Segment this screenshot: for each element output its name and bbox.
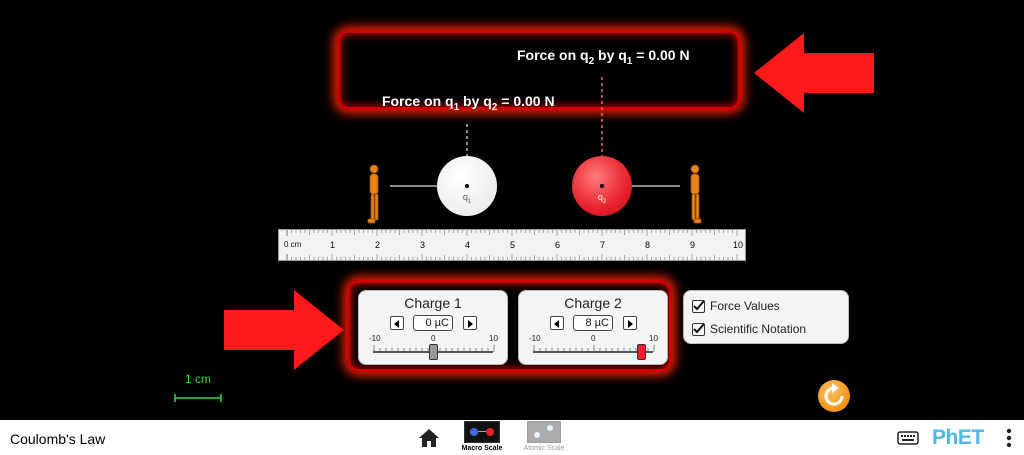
charge-2-title: Charge 2 bbox=[564, 295, 622, 311]
charge-1-value-field[interactable]: 0 µC bbox=[413, 315, 453, 331]
force-readout-highlight bbox=[337, 30, 741, 110]
reset-all-button[interactable] bbox=[818, 380, 850, 412]
force-values-label: Force Values bbox=[710, 299, 780, 313]
checkbox-checked-icon bbox=[692, 299, 705, 313]
macro-scale-screen-button[interactable]: Macro Scale bbox=[455, 421, 509, 455]
checkbox-checked-icon bbox=[692, 322, 705, 336]
ruler-tick-label: 10 bbox=[733, 240, 744, 250]
charge-1-max-label: 10 bbox=[489, 334, 498, 343]
ruler-tick-label: 1 bbox=[330, 240, 336, 250]
charge-2-mid-label: 0 bbox=[591, 334, 596, 343]
sim-play-area: Force on q2 by q1 = 0.00 N Force on q1 b… bbox=[174, 30, 874, 412]
scale-bar bbox=[174, 394, 222, 402]
home-icon bbox=[419, 429, 439, 447]
ruler-tick-label: 7 bbox=[600, 240, 606, 250]
charge-controls-highlight bbox=[347, 280, 672, 372]
left-puller-figure[interactable] bbox=[366, 163, 382, 225]
charge-2-increment-button[interactable] bbox=[623, 316, 637, 330]
charge-1-min-label: -10 bbox=[369, 334, 381, 343]
charge-1-mid-label: 0 bbox=[431, 334, 436, 343]
charge-2-max-label: 10 bbox=[649, 334, 658, 343]
left-rope bbox=[390, 185, 438, 187]
charge-2-slider-thumb[interactable] bbox=[636, 344, 646, 360]
scale-label: 1 cm bbox=[185, 372, 212, 386]
ruler-tick-label: 3 bbox=[420, 240, 426, 250]
charge-2-min-label: -10 bbox=[529, 334, 541, 343]
home-button[interactable] bbox=[418, 428, 440, 453]
ruler-tick-label: 6 bbox=[555, 240, 561, 250]
charge-q1-label: q1 bbox=[462, 192, 472, 205]
force-on-q2-label: Force on q2 by q1 = 0.00 N bbox=[517, 47, 690, 67]
charge-2-slider-track[interactable] bbox=[533, 351, 653, 353]
phet-menu-button[interactable] bbox=[1005, 427, 1013, 449]
ruler-tick-label: 4 bbox=[465, 240, 471, 250]
force-on-q1-label: Force on q1 by q2 = 0.00 N bbox=[382, 93, 555, 113]
navigation-bar: Coulomb's Law Macro Scale Atomic Scale P bbox=[0, 420, 1024, 455]
phet-logo[interactable]: PhET bbox=[932, 426, 984, 449]
ruler-unit-label: 0 cm bbox=[284, 240, 302, 249]
ruler-tick-label: 2 bbox=[375, 240, 381, 250]
scientific-notation-label: Scientific Notation bbox=[710, 322, 807, 336]
atomic-scale-screen-button[interactable]: Atomic Scale bbox=[515, 421, 573, 455]
macro-scale-icon bbox=[464, 421, 500, 443]
keyboard-icon bbox=[897, 431, 919, 445]
macro-scale-label: Macro Scale bbox=[461, 445, 503, 452]
charge-q2-label: q2 bbox=[597, 192, 607, 205]
charge-1-decrement-button[interactable] bbox=[390, 316, 404, 330]
scientific-notation-checkbox[interactable]: Scientific Notation bbox=[692, 322, 806, 336]
display-options-panel: Force Values Scientific Notation bbox=[683, 290, 849, 344]
charge-1-title: Charge 1 bbox=[404, 295, 462, 311]
app-title: Coulomb's Law bbox=[10, 431, 106, 447]
ruler-tick-label: 9 bbox=[690, 240, 696, 250]
charge-1-increment-button[interactable] bbox=[463, 316, 477, 330]
charge-q1-sphere[interactable]: q1 bbox=[437, 156, 497, 216]
vertical-dots-icon bbox=[1006, 428, 1012, 448]
right-rope bbox=[632, 185, 680, 187]
ruler-tick-label: 8 bbox=[645, 240, 651, 250]
charge-1-control: Charge 1 0 µC -10 0 10 bbox=[358, 290, 508, 365]
arrow-left-annotation bbox=[754, 33, 874, 113]
charge-2-decrement-button[interactable] bbox=[550, 316, 564, 330]
charge-2-control: Charge 2 8 µC -10 0 10 bbox=[518, 290, 668, 365]
keyboard-help-button[interactable] bbox=[897, 430, 919, 451]
force-values-checkbox[interactable]: Force Values bbox=[692, 299, 780, 313]
arrow-right-annotation bbox=[224, 290, 344, 370]
atomic-scale-icon bbox=[527, 421, 561, 443]
charge-2-value-field[interactable]: 8 µC bbox=[573, 315, 613, 331]
charge-1-slider-thumb[interactable] bbox=[428, 344, 438, 360]
right-puller-figure[interactable] bbox=[687, 163, 703, 225]
ruler-tick-label: 5 bbox=[510, 240, 516, 250]
ruler[interactable]: 0 cm 1 2 3 4 5 6 7 8 9 10 bbox=[278, 229, 746, 261]
atomic-scale-label: Atomic Scale bbox=[523, 445, 565, 452]
charge-q2-sphere[interactable]: q2 bbox=[572, 156, 632, 216]
reset-icon bbox=[824, 383, 844, 406]
